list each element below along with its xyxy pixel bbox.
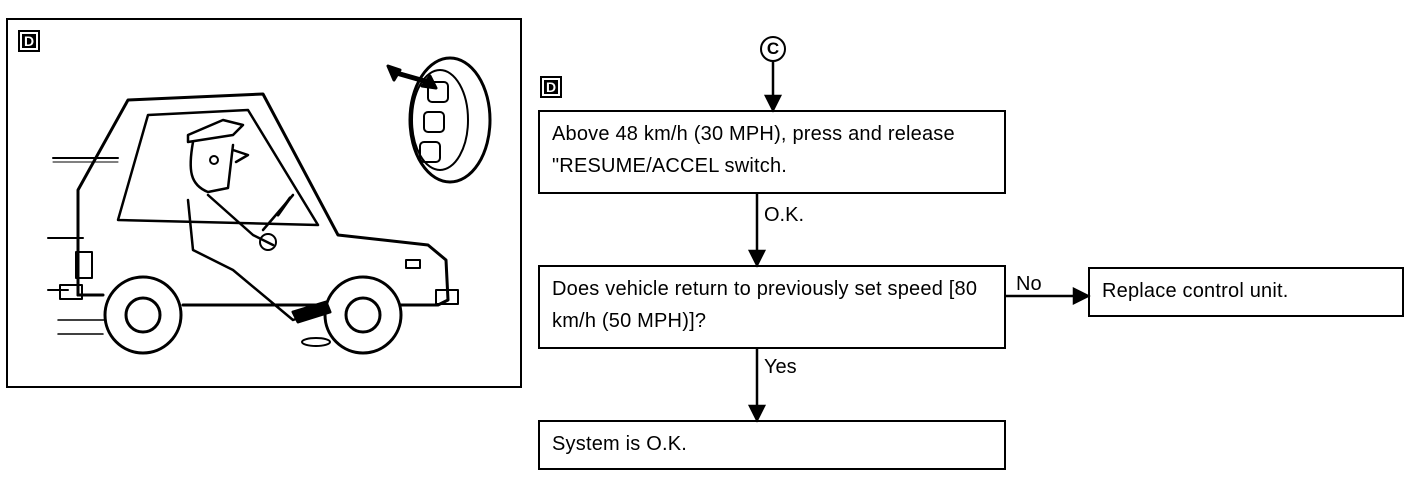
step-replace-unit-box: Replace control unit. <box>1088 267 1404 317</box>
section-tag-flowchart: D <box>540 76 562 98</box>
step-check-return-box: Does vehicle return to previously set sp… <box>538 265 1006 349</box>
connector-c-icon: C <box>760 36 786 62</box>
edge-label-no: No <box>1016 273 1042 295</box>
step-press-resume-text: Above 48 km/h (30 MPH), press and releas… <box>552 123 955 177</box>
illustration-panel: D <box>6 18 522 388</box>
section-tag-letter: D <box>20 32 38 50</box>
arrowhead-ok <box>747 404 767 423</box>
arrowhead-step2 <box>747 249 767 268</box>
step-check-return-text: Does vehicle return to previously set sp… <box>552 278 978 332</box>
step-system-ok-box: System is O.K. <box>538 420 1006 470</box>
section-tag-illustration: D <box>18 30 40 52</box>
edge-label-yes: Yes <box>764 356 797 378</box>
section-tag-letter: D <box>542 78 560 96</box>
car-driver-illustration <box>47 56 492 355</box>
edge-label-ok: O.K. <box>764 204 805 226</box>
step-replace-unit-text: Replace control unit. <box>1102 280 1289 302</box>
arrowhead-step1 <box>763 94 783 113</box>
step-press-resume-box: Above 48 km/h (30 MPH), press and releas… <box>538 110 1006 194</box>
step-system-ok-text: System is O.K. <box>552 433 688 455</box>
arrowhead-replace <box>1072 286 1091 306</box>
